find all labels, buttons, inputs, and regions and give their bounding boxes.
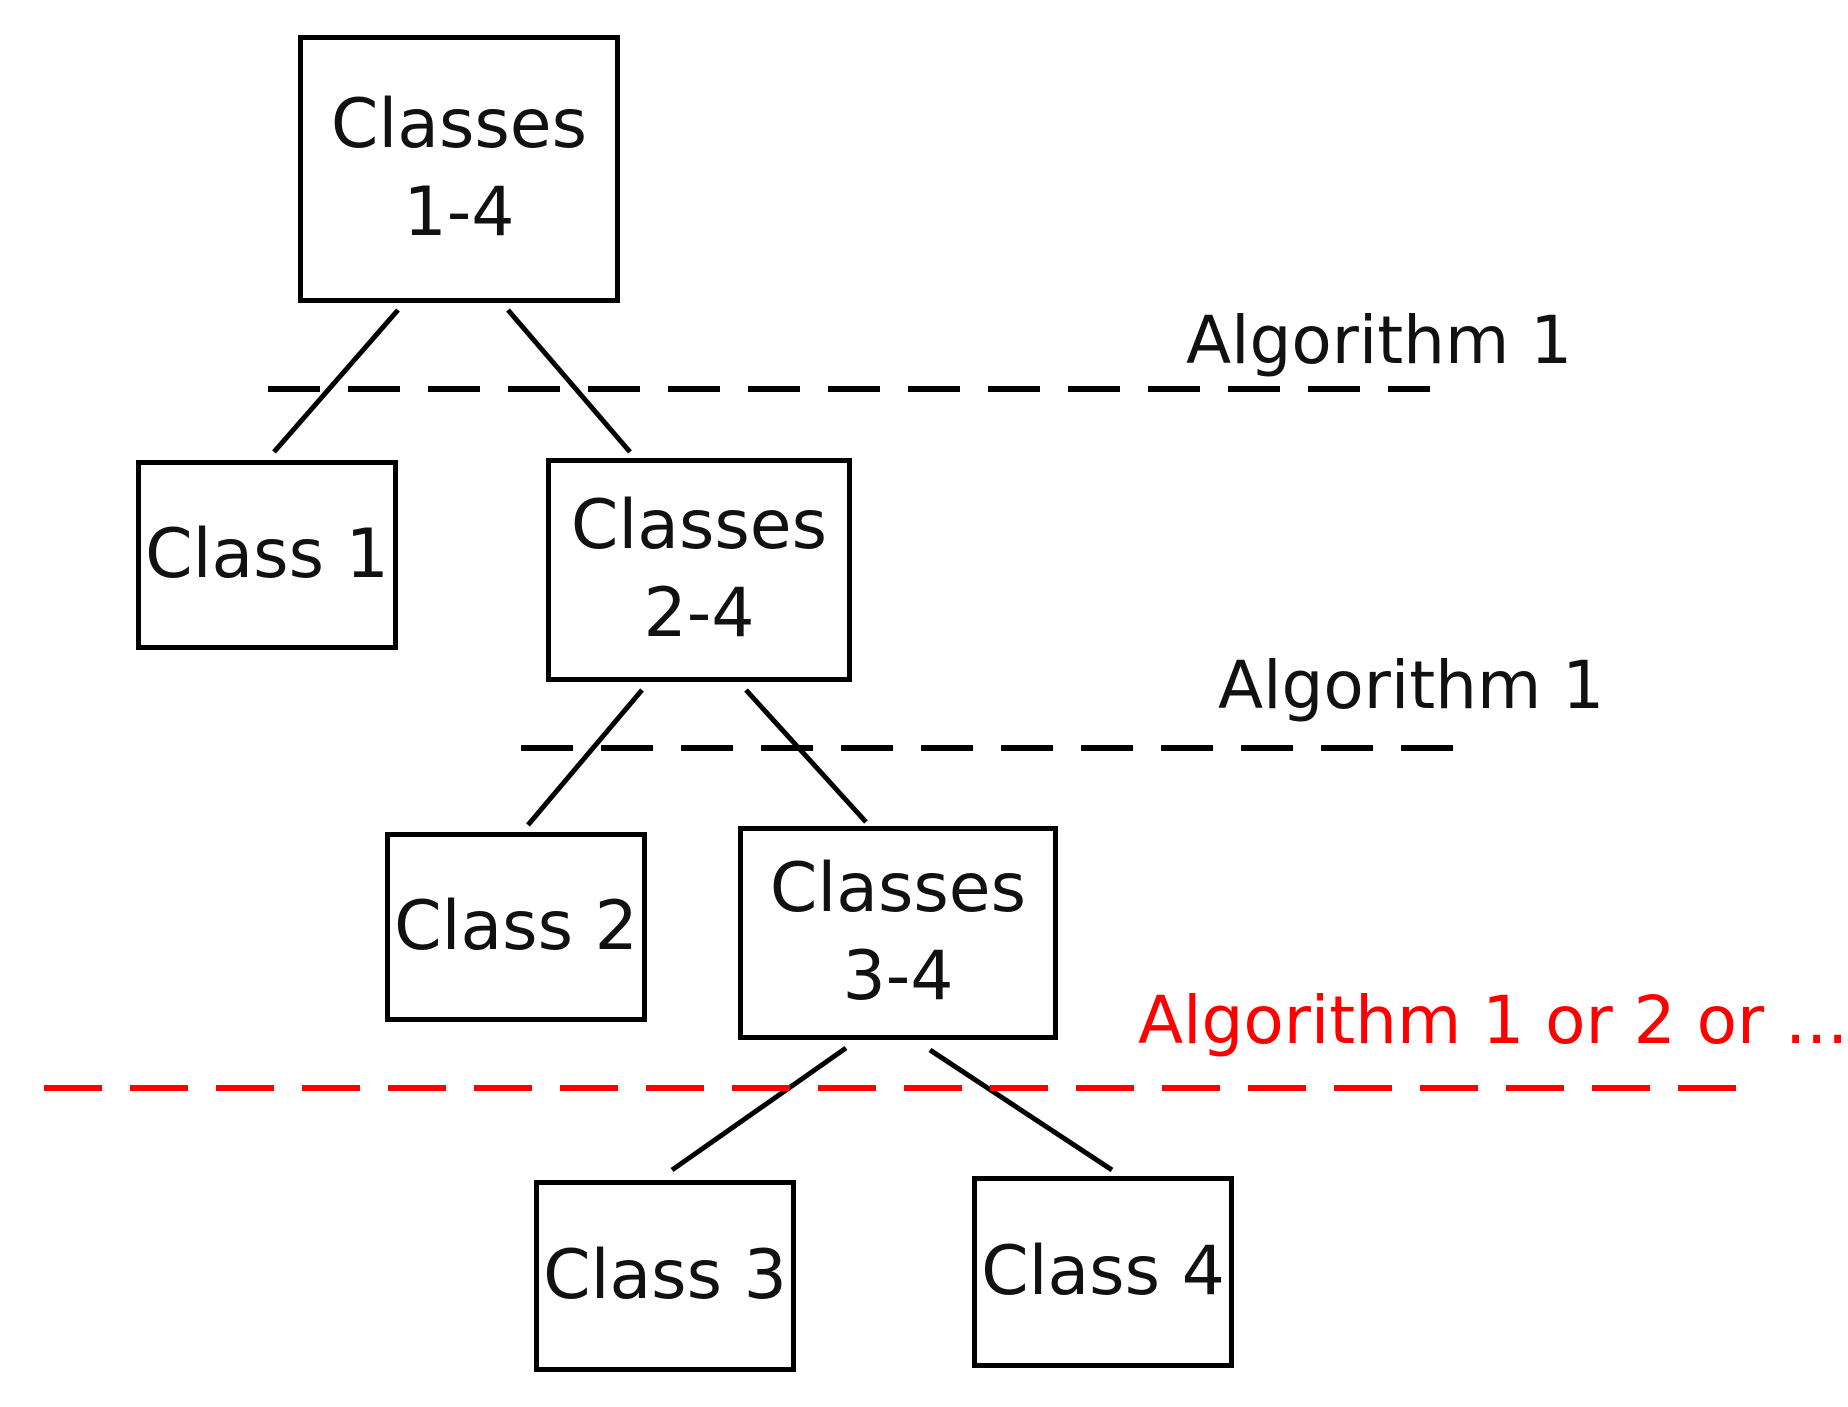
edge-classes24-classes34: [744, 688, 868, 824]
node-label-line2: 1-4: [403, 173, 515, 252]
connector-layer: [44, 308, 1758, 1173]
node-class-4: Class 4: [972, 1176, 1234, 1368]
node-label-line1: Classes: [769, 848, 1027, 928]
node-label: Class 4: [981, 1231, 1225, 1311]
node-class-1: Class 1: [136, 460, 398, 650]
edge-root-classes24: [506, 308, 632, 454]
tree-diagram: Classes 1-4 Class 1 Classes 2-4 Class 2 …: [44, 35, 1848, 1372]
node-classes-1-4: Classes 1-4: [298, 35, 620, 303]
edge-root-class1: [272, 308, 400, 454]
separator-label-1: Algorithm 1: [1186, 302, 1573, 379]
node-label-line2: 3-4: [842, 937, 954, 1016]
edge-classes34-class4: [928, 1047, 1114, 1173]
separator-label-3: Algorithm 1 or 2 or ...: [1138, 982, 1848, 1059]
node-label: Class 3: [543, 1235, 787, 1315]
node-label-line1: Classes: [570, 485, 828, 565]
node-classes-2-4: Classes 2-4: [546, 458, 852, 682]
node-class-3: Class 3: [534, 1180, 796, 1372]
edge-classes24-class2: [526, 688, 644, 827]
node-classes-3-4: Classes 3-4: [738, 826, 1058, 1040]
node-label-line2: 2-4: [643, 574, 755, 653]
node-label-line1: Classes: [330, 84, 588, 164]
separator-label-2: Algorithm 1: [1218, 647, 1605, 724]
node-label: Class 2: [394, 886, 638, 966]
node-label: Class 1: [145, 514, 389, 594]
edge-classes34-class3: [670, 1045, 848, 1173]
node-class-2: Class 2: [385, 832, 647, 1022]
